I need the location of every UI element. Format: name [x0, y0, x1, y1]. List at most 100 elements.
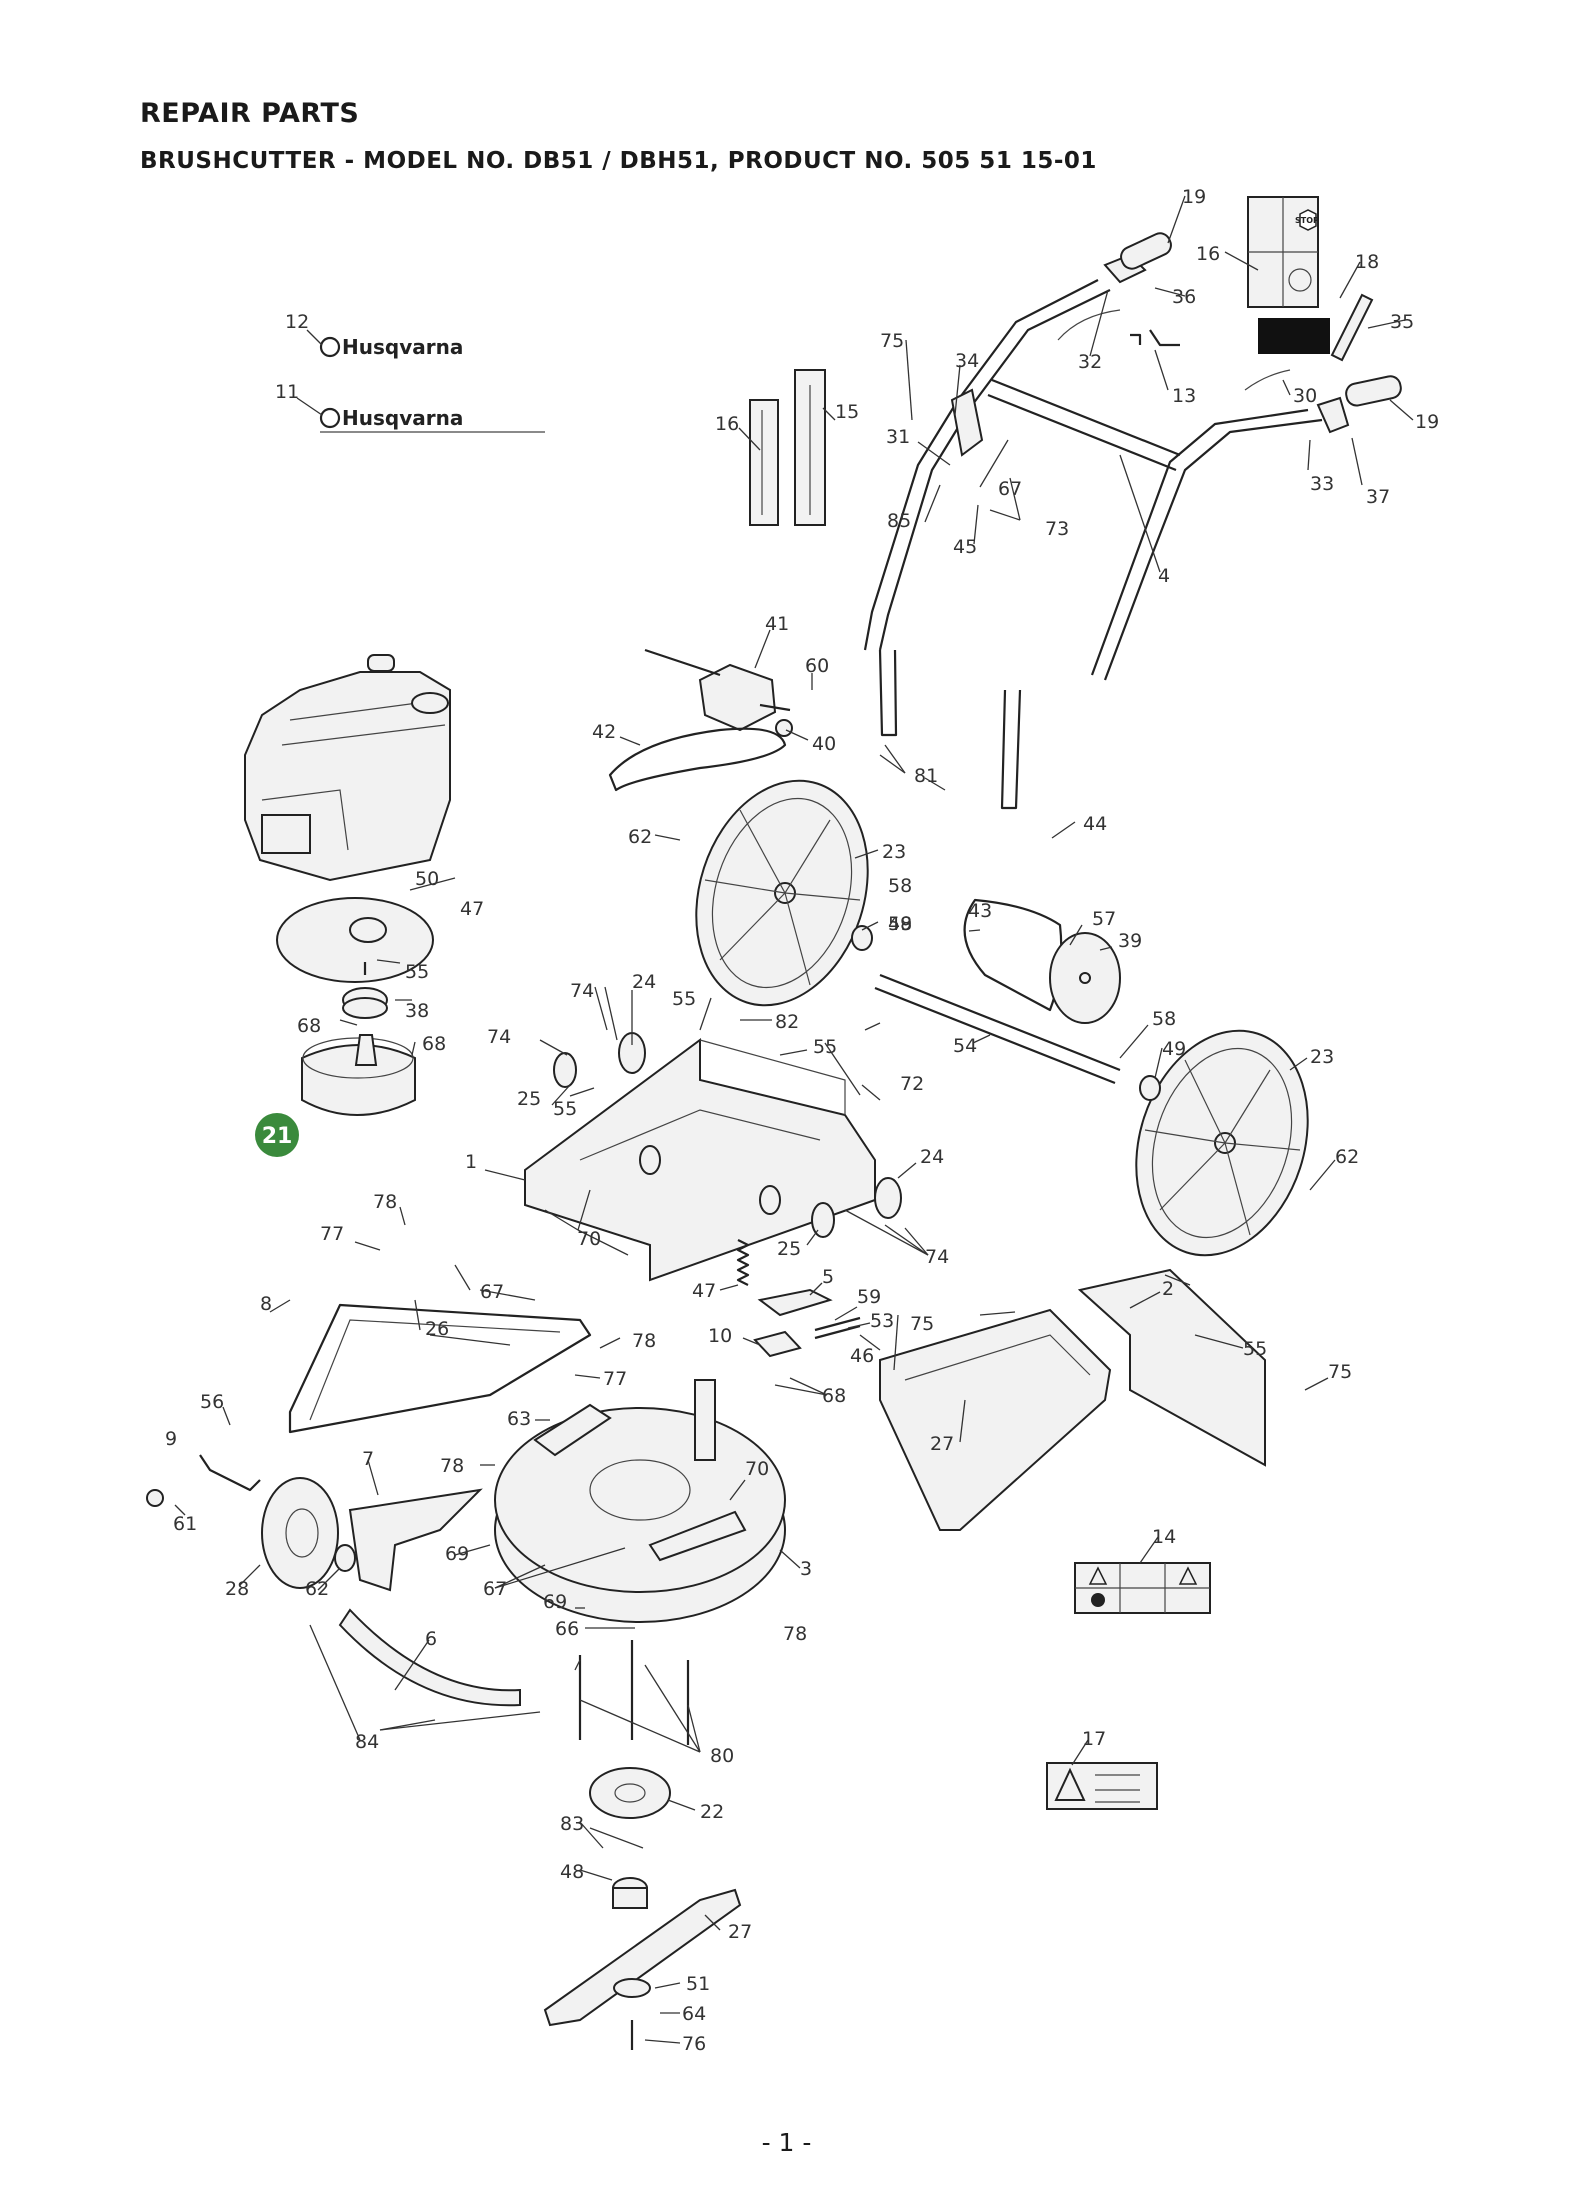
brand-logo-lower: Husqvarna [342, 406, 463, 430]
callout-2: 2 [1162, 1278, 1174, 1300]
callout-74a: 74 [570, 980, 594, 1002]
callout-81: 81 [914, 765, 938, 787]
callout-75: 75 [880, 330, 904, 352]
callout-26: 26 [425, 1318, 449, 1340]
callout-59: 58 [888, 913, 912, 935]
callout-34: 34 [955, 350, 979, 372]
callout-65: 64 [682, 2003, 706, 2025]
callout-57: 56 [200, 1391, 224, 1413]
callout-51: 50 [415, 868, 439, 890]
callout-60: 59 [857, 1286, 881, 1308]
parts-drawing: STOP Husqvarna Husqvarna [146, 196, 1402, 2050]
callout-63b: 62 [1335, 1146, 1359, 1168]
callout-8: 8 [260, 1293, 272, 1315]
callout-19: 18 [1355, 251, 1379, 273]
callout-76a: 75 [910, 1313, 934, 1335]
callout-79b: 78 [632, 1330, 656, 1352]
callout-16: 16 [715, 413, 739, 435]
handle-assembly [863, 232, 1402, 810]
callout-20: 19 [1182, 186, 1206, 208]
callout-5: 5 [822, 1266, 834, 1288]
callout-76b: 75 [1328, 1361, 1352, 1383]
callout-47: 47 [692, 1280, 716, 1302]
page-subtitle: BRUSHCUTTER - MODEL NO. DB51 / DBH51, PR… [140, 148, 1097, 174]
callout-71a: 70 [577, 1228, 601, 1250]
callout-36: 36 [1172, 286, 1196, 308]
callout-71b: 70 [745, 1458, 769, 1480]
callout-85: 85 [887, 510, 911, 532]
wheel-arm [288, 1303, 592, 1434]
callout-79d: 78 [783, 1623, 807, 1645]
callout-52: 51 [686, 1973, 710, 1995]
callout-13: 13 [1172, 385, 1196, 407]
callout-78a: 77 [320, 1223, 344, 1245]
gearbox [644, 648, 793, 737]
callout-61: 60 [805, 655, 829, 677]
callout-25a: 25 [517, 1088, 541, 1110]
callout-1: 1 [465, 1151, 477, 1173]
callout-82: 82 [775, 1011, 799, 1033]
callout-20b: 19 [1415, 411, 1439, 433]
callout-79a: 78 [373, 1191, 397, 1213]
callout-78b: 77 [603, 1368, 627, 1390]
callout-58: 57 [1092, 908, 1116, 930]
callout-56: 55 [405, 961, 429, 983]
callout-73: 73 [1045, 518, 1069, 540]
callout-23: 23 [882, 841, 906, 863]
engine [244, 654, 451, 882]
callout-79c: 78 [440, 1455, 464, 1477]
frame [524, 1038, 876, 1282]
callout-77: 76 [682, 2033, 706, 2055]
warning-decal-18 [1046, 1762, 1158, 1810]
callout-14: 14 [1152, 1526, 1176, 1548]
highlight-badge-label: 21 [262, 1124, 293, 1149]
callout-28: 27 [728, 1921, 752, 1943]
brand-logo-upper: Husqvarna [342, 335, 463, 359]
leader-lines [174, 195, 1414, 2044]
callout-31: 31 [886, 426, 910, 448]
callout-11: 11 [275, 381, 299, 403]
callout-17: 16 [1196, 243, 1220, 265]
callout-23b: 23 [1310, 1046, 1334, 1068]
highlight-badge-21: 21 [255, 1113, 299, 1157]
rear-wheel [695, 779, 869, 1007]
callout-66: 66 [555, 1618, 579, 1640]
callout-84: 84 [355, 1731, 379, 1753]
callout-4: 4 [1158, 565, 1170, 587]
callout-55b: 55 [813, 1036, 837, 1058]
callout-40: 40 [812, 733, 836, 755]
callout-49: 48 [560, 1861, 584, 1883]
callout-9: 9 [165, 1428, 177, 1450]
callout-44: 44 [1083, 813, 1107, 835]
callout-63: 62 [628, 826, 652, 848]
callout-24b: 24 [920, 1146, 944, 1168]
callout-24a: 24 [632, 971, 656, 993]
callout-69c: 68 [822, 1385, 846, 1407]
callout-6: 6 [425, 1628, 437, 1650]
callout-83: 83 [560, 1813, 584, 1835]
callout-30: 30 [1293, 385, 1317, 407]
callout-29: 28 [225, 1578, 249, 1600]
decal-control-panel: STOP [1247, 196, 1330, 354]
callout-80: 80 [710, 1745, 734, 1767]
callout-72: 72 [900, 1073, 924, 1095]
callout-69b: 68 [422, 1033, 446, 1055]
callout-50b: 49 [1162, 1038, 1186, 1060]
callout-42: 42 [592, 721, 616, 743]
callout-48: 47 [460, 898, 484, 920]
page-title: REPAIR PARTS [140, 98, 360, 129]
callout-32: 32 [1078, 351, 1102, 373]
callout-37: 37 [1366, 486, 1390, 508]
stop-sign-label: STOP [1295, 216, 1319, 225]
warning-decal-14 [1074, 1562, 1211, 1614]
callout-55d: 55 [1243, 1338, 1267, 1360]
callout-39: 39 [1118, 930, 1142, 952]
callout-70a: 69 [445, 1543, 469, 1565]
callout-25b: 25 [777, 1238, 801, 1260]
callout-22: 22 [700, 1801, 724, 1823]
callout-45: 45 [953, 536, 977, 558]
brand-logo-decals: Husqvarna Husqvarna [319, 335, 545, 433]
callout-69a: 68 [297, 1015, 321, 1037]
callout-64: 63 [507, 1408, 531, 1430]
callout-67: 67 [998, 478, 1022, 500]
